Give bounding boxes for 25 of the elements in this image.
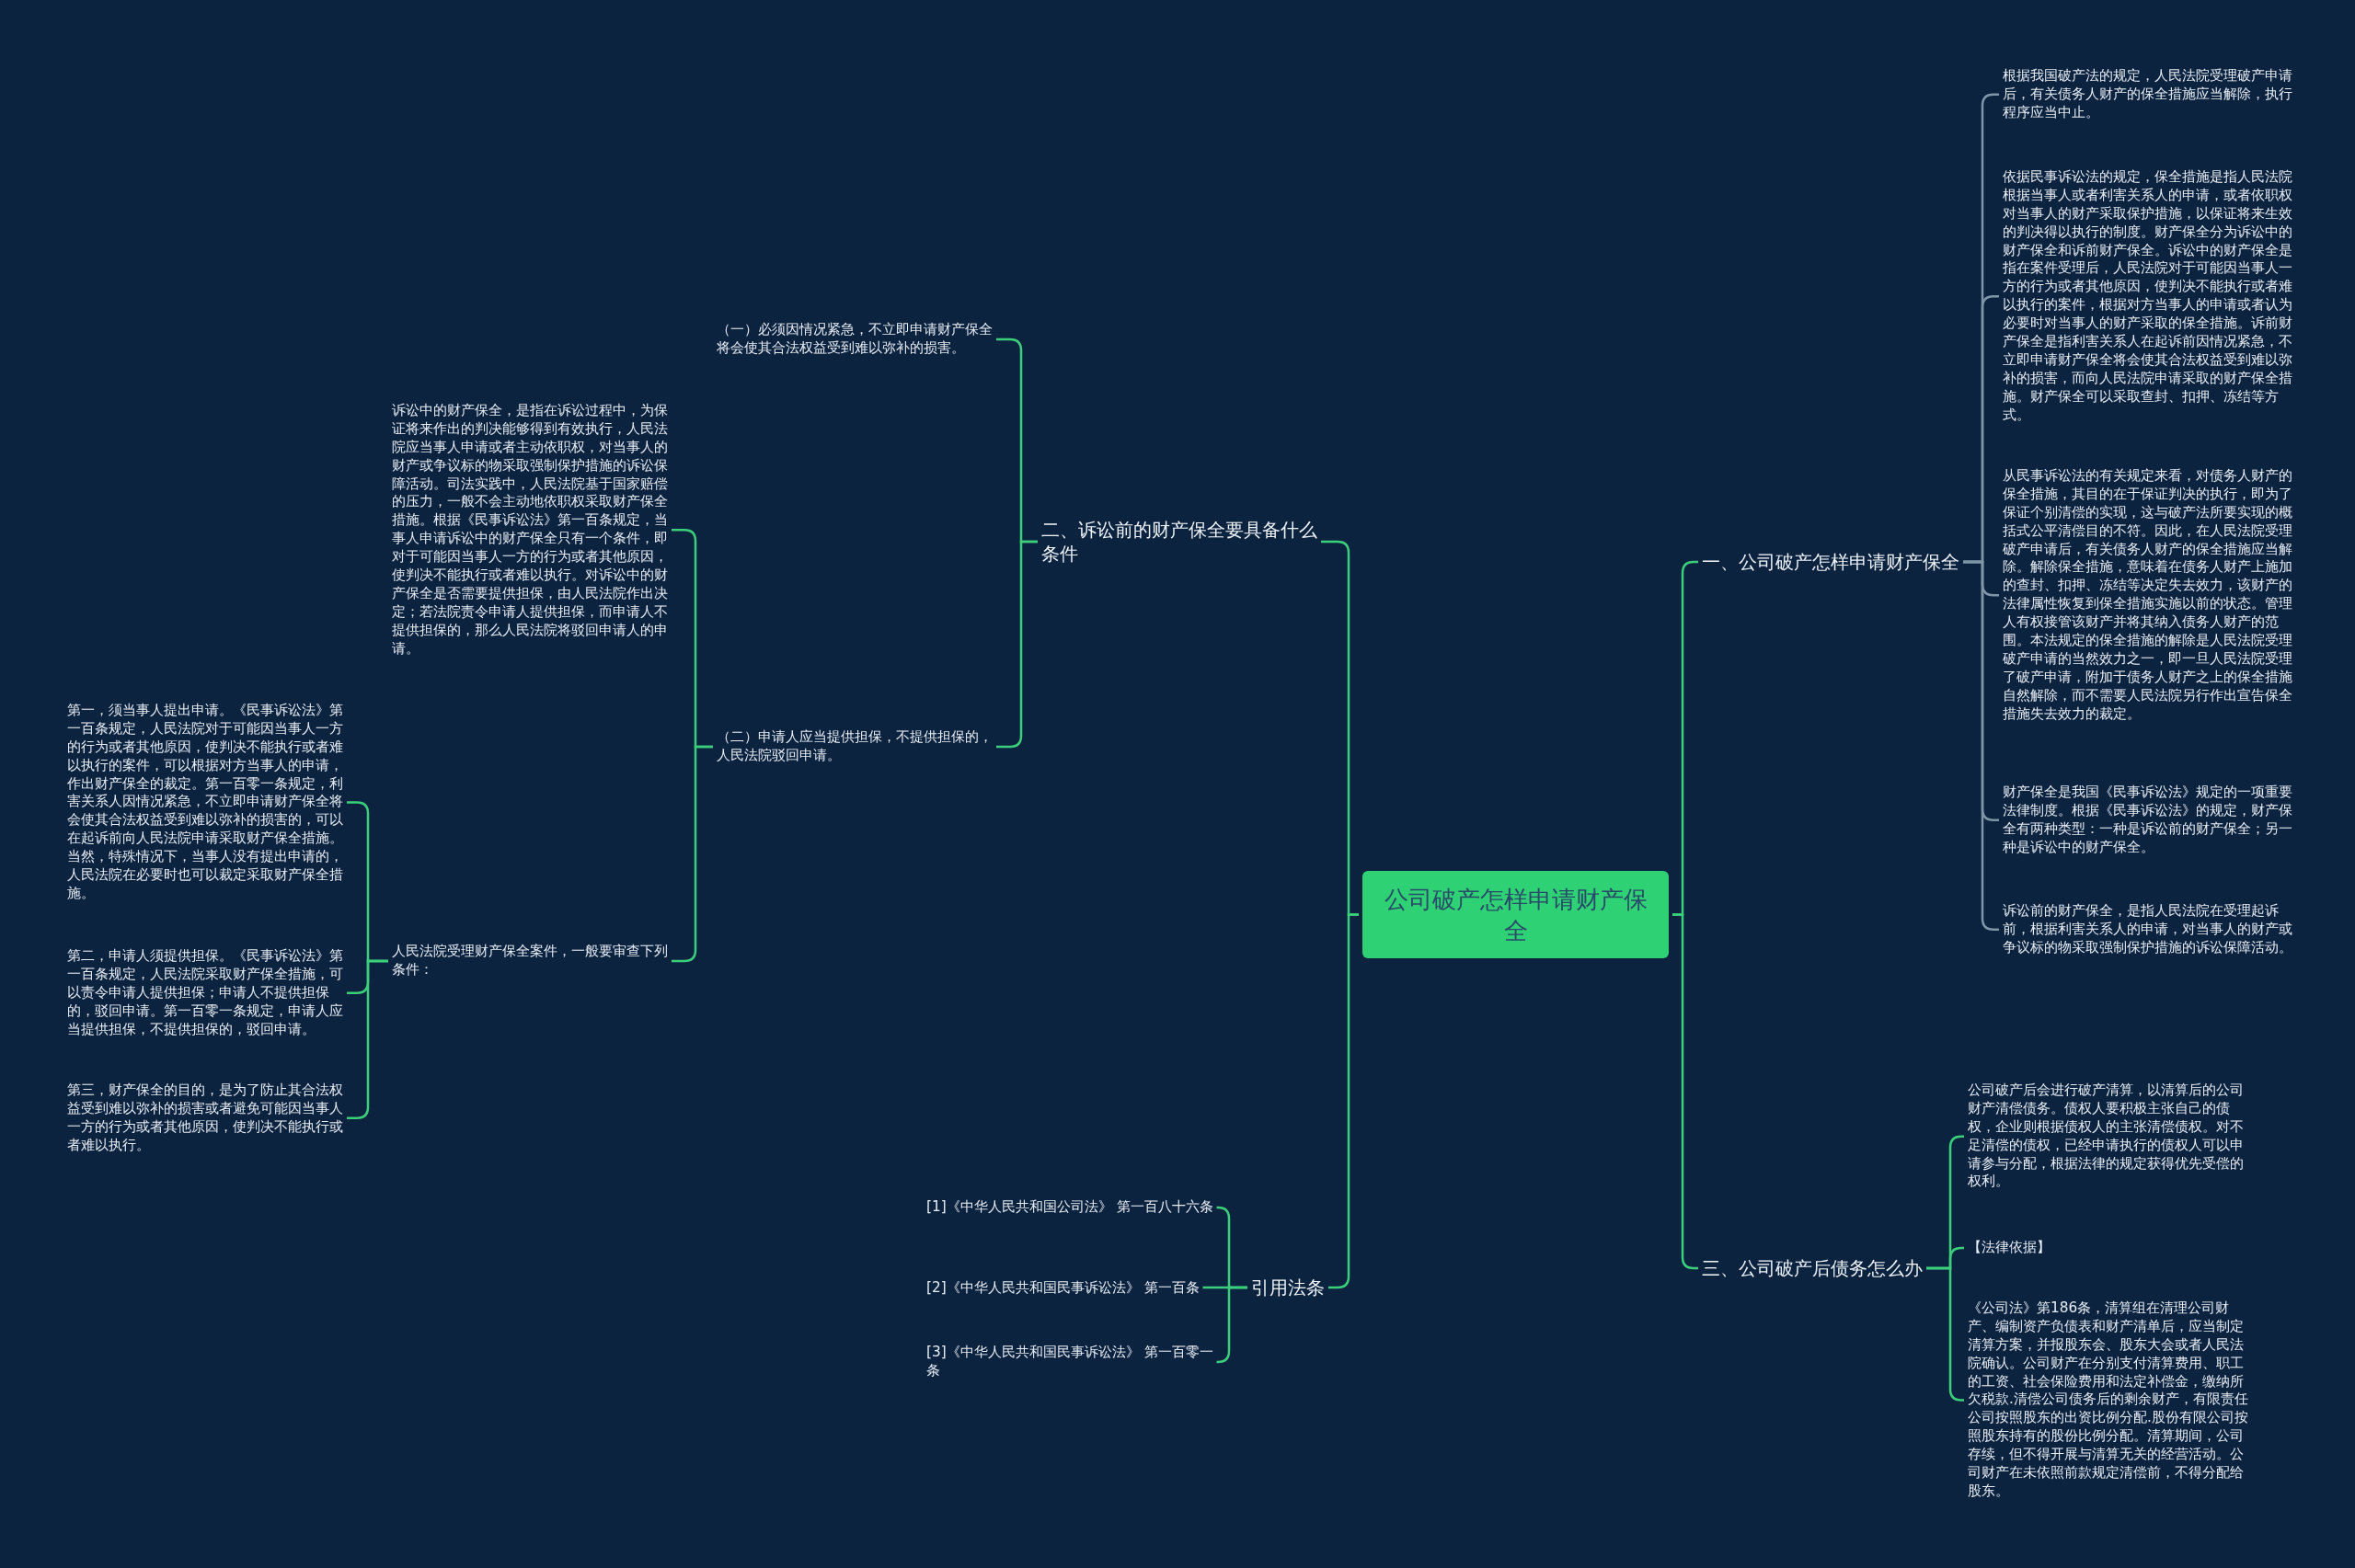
note-text: [1]《中华人民共和国公司法》 第一百八十六条: [926, 1198, 1217, 1217]
note-text: 第一，须当事人提出申请。《民事诉讼法》第一百条规定，人民法院对于可能因当事人一方的行为或者其他原因，使判决不能执行或者难以执行的案件，可以根据对方当事人的申请，作出财产保全的裁定。第一百零一条规定，利害关系人因情况紧急，不立即申请财产保全将会使其合法权益受到难以弥补的损害的，可以在起诉前向人民法院申请采取财产保全措施。当然，特殊情况下，当事人没有提出申请的，人民法院在必要时也可以裁定采取财产保全措施。: [67, 702, 354, 903]
note-text: 《公司法》第186条，清算组在清理公司财产、编制资产负债表和财产清单后，应当制定清算方案，并报股东会、股东大会或者人民法院确认。公司财产在分别支付清算费用、职工的工资、社会保险费用和法定补偿金，缴纳所欠税款.清偿公司债务后的剩余财产，有限责任公司按照股东的出资比例分配.股份有限公司按照股东持有的股份比例分配。清算期间，公司存续，但不得开展与清算无关的经营活动。公司财产在未依照前款规定清偿前，不得分配给股东。: [1968, 1299, 2255, 1501]
note-text: 【法律依据】: [1968, 1239, 2255, 1257]
note-text: 诉讼前的财产保全，是指人民法院在受理起诉前，根据利害关系人的申请，对当事人的财产或争议标的物采取强制保护措施的诉讼保障活动。: [2003, 902, 2293, 957]
note-text: 第二，申请人须提供担保。《民事诉讼法》第一百条规定，人民法院采取财产保全措施，可以责令申请人提供担保；申请人不提供担保的，驳回申请。第一百零一条规定，申请人应当提供担保，不提供担保的，驳回申请。: [67, 947, 354, 1039]
central-topic-box: 公司破产怎样申请财产保全: [1362, 871, 1669, 958]
branch-topic: 三、公司破产后债务怎么办: [1702, 1256, 1941, 1280]
note-text: 依据民事诉讼法的规定，保全措施是指人民法院根据当事人或者利害关系人的申请，或者依职权对当事人的财产采取保护措施，以保证将来生效的判决得以执行的制度。财产保全分为诉讼中的财产保全和诉前财产保全。诉讼中的财产保全是指在案件受理后，人民法院对于可能因当事人一方的行为或者其他原因，使判决不能执行或者难以执行的案件，根据对方当事人的申请或者认为必要时对当事人的财产采取的保全措施。诉前财产保全是指利害关系人在起诉前因情况紧急，不立即申请财产保全将会使其合法权益受到难以弥补的损害，而向人民法院申请采取的财产保全措施。财产保全可以采取查封、扣押、冻结等方式。: [2003, 168, 2293, 425]
note-text: 人民法院受理财产保全案件，一般要审查下列条件：: [392, 943, 679, 979]
note-text: [2]《中华人民共和国民事诉讼法》 第一百条: [926, 1279, 1217, 1298]
branch-topic: 一、公司破产怎样申请财产保全: [1702, 550, 1969, 574]
note-text: 公司破产后会进行破产清算，以清算后的公司财产清偿债务。债权人要积极主张自己的债权，企业则根据债权人的主张清偿债权。对不足清偿的债权，已经申请执行的债权人可以申请参与分配，根据法律的规定获得优先受偿的权利。: [1968, 1082, 2255, 1192]
note-text: 从民事诉讼法的有关规定来看，对债务人财产的保全措施，其目的在于保证判决的执行，即为了保证个别清偿的实现，这与破产法所要实现的概括式公平清偿目的不符。因此，在人民法院受理破产申请后，有关债务人财产的保全措施应当解除。解除保全措施，意味着在债务人财产上施加的查封、扣押、冻结等决定失去效力，该财产的法律属性恢复到保全措施实施以前的状态。管理人有权接管该财产并将其纳入债务人财产的范围。本法规定的保全措施的解除是人民法院受理破产申请的当然效力之一，即一旦人民法院受理了破产申请，附加于债务人财产之上的保全措施自然解除，而不需要人民法院另行作出宣告保全措施失去效力的裁定。: [2003, 467, 2293, 724]
note-text: （一）必须因情况紧急，不立即申请财产保全将会使其合法权益受到难以弥补的损害。: [717, 321, 1004, 358]
branch-topic: 二、诉讼前的财产保全要具备什么条件: [1041, 518, 1327, 566]
connector-line: [1216, 1286, 1247, 1364]
branch-topic: 引用法条: [1251, 1276, 1334, 1299]
note-text: 第三，财产保全的目的，是为了防止其合法权益受到难以弥补的损害或者避免可能因当事人一方的行为或者其他原因，使判决不能执行或者难以执行。: [67, 1082, 354, 1155]
note-text: 财产保全是我国《民事诉讼法》规定的一项重要法律制度。根据《民事诉讼法》的规定，财产保全有两种类型：一种是诉讼前的财产保全；另一种是诉讼中的财产保全。: [2003, 784, 2293, 857]
note-text: 根据我国破产法的规定，人民法院受理破产申请后，有关债务人财产的保全措施应当解除，执行程序应当中止。: [2003, 67, 2293, 122]
note-text: 诉讼中的财产保全，是指在诉讼过程中，为保证将来作出的判决能够得到有效执行，人民法院应当事人申请或者主动依职权，对当事人的财产或争议标的物采取强制保护措施的诉讼保障活动。司法实践中，人民法院基于国家赔偿的压力，一般不会主动地依职权采取财产保全措施。根据《民事诉讼法》第一百条规定，当事人申请诉讼中的财产保全只有一个条件，即对于可能因当事人一方的行为或者其他原因，使判决不能执行或者难以执行。对诉讼中的财产保全是否需要提供担保，由人民法院作出决定；若法院责令申请人提供担保，而申请人不提供担保的，那么人民法院将驳回申请人的申请。: [392, 402, 679, 658]
note-text: [3]《中华人民共和国民事诉讼法》 第一百零一条: [926, 1344, 1217, 1380]
note-text: （二）申请人应当提供担保，不提供担保的，人民法院驳回申请。: [717, 728, 1004, 765]
connector-line: [1926, 1266, 1964, 1402]
